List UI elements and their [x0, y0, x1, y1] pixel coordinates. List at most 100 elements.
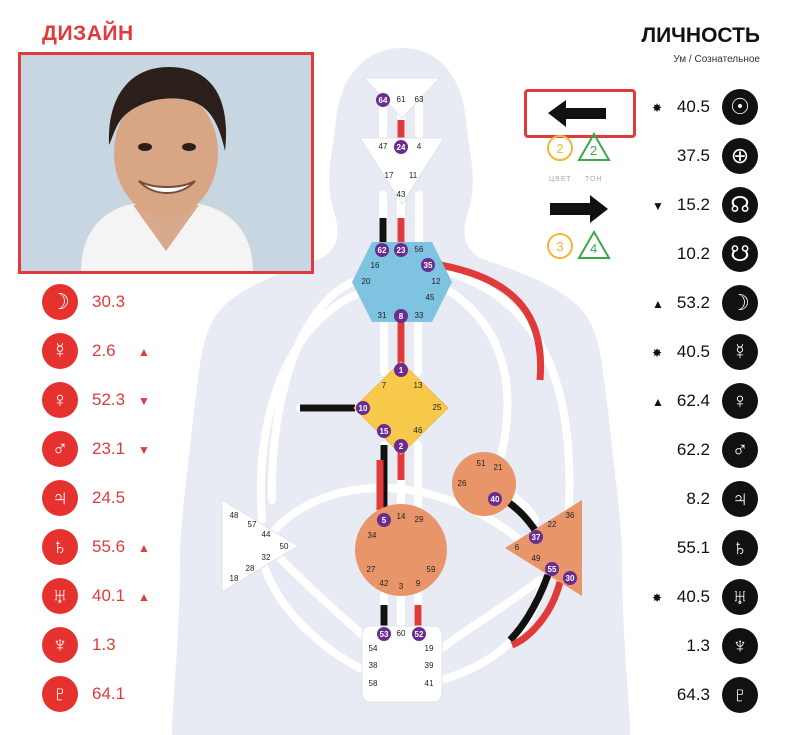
spleen-gate-label: 57: [247, 520, 257, 529]
design-title: ДИЗАЙН: [42, 22, 134, 45]
design-gate-value: 2.6: [92, 341, 116, 360]
throat-gate-label: 56: [414, 245, 424, 254]
root-gate-label: 60: [396, 629, 406, 638]
head-gate-label: 63: [414, 95, 424, 104]
spleen-gate-label: 48: [229, 511, 239, 520]
saturn-icon: ♄: [722, 530, 758, 566]
channel: [436, 266, 574, 524]
sacral-gate-label: 5: [377, 513, 391, 527]
head-gate-label: 61: [396, 95, 406, 104]
solar-gate-label: 55: [545, 562, 559, 576]
root-gate-label: 52: [412, 627, 426, 641]
throat-gate-label: 45: [425, 293, 435, 302]
design-gate-value: 30.3: [92, 292, 126, 311]
design-gate-value: 55.6: [92, 537, 126, 556]
channel: [436, 281, 512, 464]
solar-gate-label: 37: [529, 530, 543, 544]
tone-value-bottom: 4: [590, 241, 598, 256]
earth-icon: ⊕: [722, 138, 758, 174]
root-gate-label: 19: [424, 644, 434, 653]
channel: [436, 576, 544, 654]
root-gate-label: 53: [377, 627, 391, 641]
sacral-gate-label: 3: [398, 582, 404, 591]
personality-gate-value: 64.3: [676, 685, 710, 704]
sacral-gate-label: 14: [396, 512, 406, 521]
sacral-center: [355, 504, 447, 596]
ajna-gate-label: 11: [408, 171, 418, 180]
throat-gate-label: 62: [375, 243, 389, 257]
design-direction-mark: ▲: [138, 541, 150, 555]
channel: [258, 556, 372, 676]
throat-gate-label: 23: [394, 243, 408, 257]
saturn-icon: ♄: [42, 529, 78, 565]
personality-direction-mark: ✸: [652, 101, 663, 115]
g-gate-label: 7: [381, 381, 387, 390]
design-gate-value: 64.1: [92, 684, 126, 703]
personality-gate-value: 40.5: [676, 587, 710, 606]
personality-subtitle: Ум / Сознательное: [673, 54, 760, 65]
root-gate-label: 41: [424, 679, 434, 688]
mercury-icon: ☿: [42, 333, 78, 369]
design-direction-mark: ▼: [138, 443, 150, 457]
design-gate-value: 52.3: [92, 390, 126, 409]
sacral-gate-label: 34: [367, 531, 377, 540]
solar-gate-label: 36: [565, 511, 575, 520]
color-value-bottom: 3: [556, 238, 564, 254]
root-gate-label: 39: [424, 661, 434, 670]
personality-gate-value: 62.2: [676, 440, 710, 459]
root-gate-label: 58: [368, 679, 378, 688]
design-gate-value: 23.1: [92, 439, 126, 458]
pluto-icon: ♇: [42, 676, 78, 712]
south-node-icon: ☋: [722, 236, 758, 272]
moon-icon: ☽: [42, 284, 78, 320]
g-gate-label: 15: [377, 424, 391, 438]
throat-gate-label: 16: [370, 261, 380, 270]
design-direction-mark: ▲: [138, 590, 150, 604]
uranus-icon: ♅: [42, 578, 78, 614]
tone-label: ТОН: [585, 176, 603, 183]
solar-gate-label: 22: [547, 520, 557, 529]
root-gate-label: 38: [368, 661, 378, 670]
spleen-gate-label: 44: [261, 530, 271, 539]
personality-gate-value: 40.5: [676, 342, 710, 361]
g-gate-label: 13: [413, 381, 423, 390]
design-gate-value: 24.5: [92, 488, 126, 507]
mercury-icon: ☿: [722, 334, 758, 370]
spleen-center: [221, 499, 299, 593]
north-node-icon: ☊: [722, 187, 758, 223]
venus-icon: ♀: [42, 382, 78, 418]
heart-gate-label: 21: [493, 463, 503, 472]
jupiter-icon: ♃: [722, 481, 758, 517]
ajna-gate-label: 43: [396, 190, 406, 199]
profile-photo: [18, 52, 314, 274]
design-direction-mark: ▼: [138, 394, 150, 408]
personality-direction-mark: ▲: [652, 297, 664, 311]
personality-direction-mark: ✸: [652, 346, 663, 360]
sacral-gate-label: 9: [415, 579, 421, 588]
personality-gate-value: 8.2: [686, 489, 710, 508]
color-value-top: 2: [556, 140, 564, 156]
personality-gate-value: 40.5: [676, 97, 710, 116]
solar-gate-label: 49: [531, 554, 541, 563]
ajna-gate-label: 24: [394, 140, 408, 154]
personality-gate-value: 55.1: [676, 538, 710, 557]
jupiter-icon: ♃: [42, 480, 78, 516]
active-channel: [507, 573, 552, 643]
tone-value-top: 2: [590, 143, 598, 158]
personality-gate-value: 15.2: [676, 195, 710, 214]
g-gate-label: 10: [356, 401, 370, 415]
venus-icon: ♀: [722, 383, 758, 419]
sacral-gate-label: 42: [379, 579, 389, 588]
root-gate-label: 54: [368, 644, 378, 653]
sun-icon: ☉: [722, 89, 758, 125]
spleen-gate-label: 32: [261, 553, 271, 562]
sacral-gate-label: 29: [414, 515, 424, 524]
personality-gate-value: 62.4: [676, 391, 710, 410]
arrow-highlight-box: [524, 89, 636, 138]
personality-direction-mark: ✸: [652, 591, 663, 605]
ajna-gate-label: 47: [378, 142, 388, 151]
personality-gate-value: 37.5: [676, 146, 710, 165]
active-channel: [439, 261, 545, 381]
throat-gate-label: 33: [414, 311, 424, 320]
